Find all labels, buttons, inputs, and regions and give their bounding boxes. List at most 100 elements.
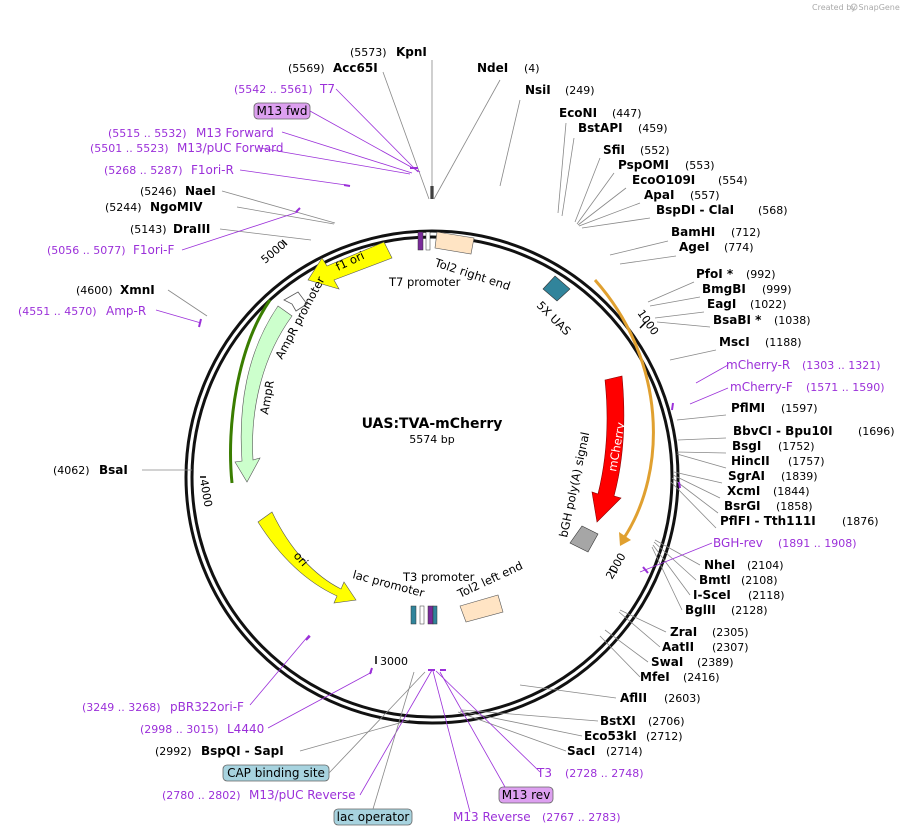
primer-range-pbr322ori-f: (3249 .. 3268) [82, 701, 161, 714]
m13-rev-feature[interactable] [427, 605, 434, 625]
credit-text: Created by SnapGene [812, 3, 900, 12]
box-m13-fwd[interactable]: M13 fwd [253, 102, 311, 120]
ampr-promoter-feature[interactable] [283, 291, 308, 312]
enzyme-pos-sgrai: (1839) [781, 470, 818, 483]
enzyme-pos-bglii: (2128) [731, 604, 768, 617]
ampr-feature[interactable] [234, 305, 293, 483]
enzyme-pos-pflfi-tth111i: (1876) [842, 515, 879, 528]
primer-amp-r: Amp-R [106, 304, 146, 318]
m13-fwd-feature[interactable] [425, 231, 431, 251]
primer-t3: T3 [536, 766, 552, 780]
enzyme-pspomi: PspOMI [618, 158, 669, 172]
cap-binding-feature[interactable] [432, 605, 438, 625]
svg-text:M13 fwd: M13 fwd [257, 104, 308, 118]
plasmid-size: 5574 bp [409, 433, 454, 446]
enzyme-pos-bsai: (4062) [53, 464, 90, 477]
enzyme-eco53ki: Eco53kI [584, 729, 637, 743]
enzyme-agei: AgeI [679, 240, 709, 254]
enzyme-bspdi-clai: BspDI - ClaI [656, 203, 734, 217]
primer-m13-reverse: M13 Reverse [453, 810, 531, 824]
primer-l4440: L4440 [227, 722, 264, 736]
box-cap-binding-site[interactable]: CAP binding site [222, 764, 330, 782]
enzyme-pos-pfoi: (992) [746, 268, 776, 281]
tol2-left-feature[interactable] [459, 594, 504, 623]
ampr-orf-bar [229, 299, 272, 484]
t7-promoter-feature[interactable] [417, 231, 424, 251]
enzyme-pos-bsrgi: (1858) [776, 500, 813, 513]
bgh-polya-label: bGH poly(A) signal [556, 431, 592, 539]
enzyme-eco0109i: EcoO109I [632, 173, 695, 187]
primer-labels: (5542 .. 5561) T7 (5515 .. 5532) M13 For… [18, 82, 885, 824]
enzyme-pos-bamhi: (712) [731, 226, 761, 239]
enzyme-labels: (5573) KpnI (5569) Acc65I NdeI (4) NsiI … [53, 45, 895, 758]
backbone-inner-ring [190, 235, 674, 719]
primer-range-l4440: (2998 .. 3015) [140, 723, 219, 736]
enzyme-ngomiv: NgoMIV [150, 200, 203, 214]
enzyme-pos-eco0109i: (554) [718, 174, 748, 187]
enzyme-acc65i: Acc65I [333, 61, 378, 75]
primer-range-amp-r: (4551 .. 4570) [18, 305, 97, 318]
svg-text:2000: 2000 [603, 551, 628, 582]
box-lac-operator[interactable]: lac operator [333, 808, 413, 826]
primer-f1ori-r: F1ori-R [191, 163, 234, 177]
enzyme-bstxi: BstXI [600, 714, 636, 728]
tick-4000: 4000 [197, 476, 215, 508]
svg-text:M13 rev: M13 rev [502, 788, 551, 802]
lac-promoter-feature[interactable] [419, 605, 425, 625]
enzyme-pos-bmgbi: (999) [762, 283, 792, 296]
enzyme-nsii: NsiI [525, 83, 551, 97]
primer-m13-forward: M13 Forward [196, 126, 274, 140]
box-m13-rev[interactable]: M13 rev [498, 786, 554, 804]
enzyme-pos-apai: (557) [690, 189, 720, 202]
bgh-polya-feature[interactable] [569, 525, 599, 553]
f1-ori-feature[interactable] [307, 241, 393, 290]
lac-operator-feature[interactable] [410, 605, 417, 625]
enzyme-bglii: BglII [685, 603, 716, 617]
enzyme-pos-mfei: (2416) [683, 671, 720, 684]
primer-marks [198, 167, 681, 675]
enzyme-pos-swai: (2389) [697, 656, 734, 669]
enzyme-bspqi-sapi: BspQI - SapI [201, 744, 284, 758]
enzyme-pos-bsgi: (1752) [778, 440, 815, 453]
enzyme-econi: EcoNI [559, 106, 597, 120]
tva-orf-arrowhead [619, 532, 631, 546]
enzyme-bmti: BmtI [699, 573, 731, 587]
primer-leaders [155, 88, 729, 813]
primer-t7: T7 [319, 82, 335, 96]
primer-mcherry-f: mCherry-F [730, 380, 793, 394]
primer-range-bgh-rev: (1891 .. 1908) [778, 537, 857, 550]
enzyme-pos-pspomi: (553) [685, 159, 715, 172]
enzyme-aatii: AatII [662, 640, 694, 654]
primer-bgh-rev: BGH-rev [713, 536, 763, 550]
enzyme-pos-draiii: (5143) [130, 223, 167, 236]
5x-uas-feature[interactable] [542, 275, 571, 302]
primer-m13puc-reverse: M13/pUC Reverse [249, 788, 356, 802]
leader-lac-operator [372, 671, 415, 810]
enzyme-pos-econi: (447) [612, 107, 642, 120]
plasmid-name: UAS:TVA-mCherry [362, 416, 503, 432]
tva-orf-bar [593, 279, 655, 539]
primer-range-f1ori-r: (5268 .. 5287) [104, 164, 183, 177]
primer-m13puc-forward: M13/pUC Forward [177, 141, 284, 155]
mcherry-feature[interactable] [591, 375, 625, 523]
primer-range-mcherry-f: (1571 .. 1590) [806, 381, 885, 394]
enzyme-sfii: SfiI [603, 143, 625, 157]
enzyme-bsabi: BsaBI * [713, 313, 762, 327]
enzyme-pos-bstxi: (2706) [648, 715, 685, 728]
svg-text:lac operator: lac operator [337, 810, 410, 824]
enzyme-pos-xcmi: (1844) [773, 485, 810, 498]
primer-range-t3: (2728 .. 2748) [565, 767, 644, 780]
enzyme-pos-bbvci-bpu10i: (1696) [858, 425, 895, 438]
enzyme-bstapi: BstAPI [578, 121, 623, 135]
ori-feature[interactable] [257, 511, 357, 604]
enzyme-pos-ndei: (4) [524, 62, 540, 75]
5x-uas-label: 5X UAS [534, 298, 574, 338]
enzyme-saci: SacI [567, 744, 595, 758]
tol2-right-feature[interactable] [434, 231, 475, 255]
enzyme-pos-ngomiv: (5244) [105, 201, 142, 214]
tick-3000: 3000 [375, 655, 408, 668]
enzyme-bmgbi: BmgBI [702, 282, 746, 296]
enzyme-pos-eco53ki: (2712) [646, 730, 683, 743]
enzyme-pos-xmni: (4600) [76, 284, 113, 297]
